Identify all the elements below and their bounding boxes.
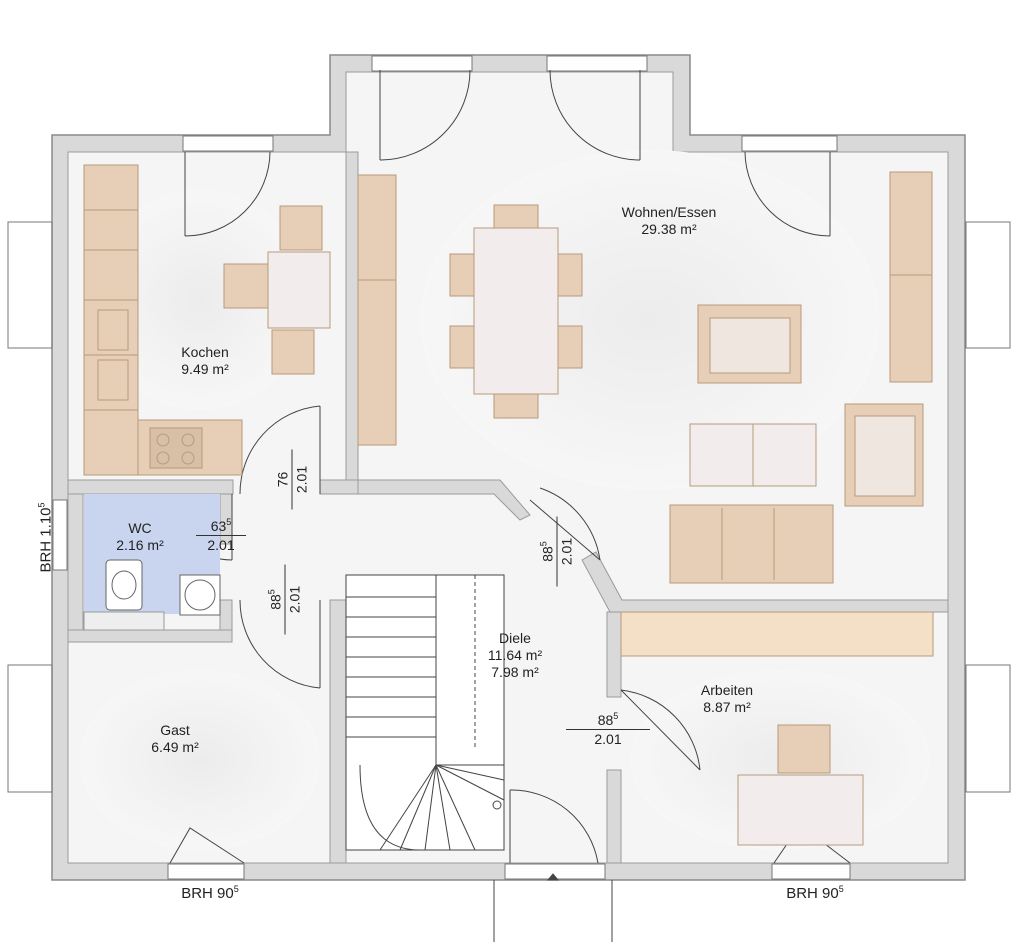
room-name: WC xyxy=(128,520,152,536)
door-width: 885 xyxy=(538,541,556,562)
room-label-arbeiten: Arbeiten 8.87 m² xyxy=(680,682,774,716)
staircase xyxy=(345,574,505,851)
dining-table xyxy=(449,204,583,419)
entrance xyxy=(493,873,613,942)
door-width: 885 xyxy=(597,711,619,728)
room-label-diele: Diele 11.64 m² 7.98 m² xyxy=(470,630,560,681)
room-name: Wohnen/Essen xyxy=(621,204,717,220)
door-height: 2.01 xyxy=(558,537,575,566)
office-furniture xyxy=(620,611,934,846)
room-area-secondary: 7.98 m² xyxy=(491,664,539,680)
room-area: 29.38 m² xyxy=(641,221,697,237)
door-height: 2.01 xyxy=(594,731,622,747)
room-name: Arbeiten xyxy=(700,682,754,698)
door-width: 885 xyxy=(266,589,284,610)
brh-arbeiten-window: BRH 905 xyxy=(786,884,844,902)
room-name: Diele xyxy=(499,630,531,646)
windows xyxy=(7,55,1011,880)
kitchen-counter xyxy=(83,164,243,476)
dimension-gast-door: 885 2.01 xyxy=(264,564,303,635)
door-width: 76 xyxy=(274,471,291,488)
brh-left-window: BRH 1.105 xyxy=(36,502,55,573)
living-furniture xyxy=(357,171,933,584)
room-label-gast: Gast 6.49 m² xyxy=(130,722,220,756)
kitchen-table xyxy=(223,205,331,375)
room-area: 2.16 m² xyxy=(116,537,164,553)
door-swings xyxy=(165,69,851,864)
room-area: 11.64 m² xyxy=(487,647,543,663)
door-height: 2.01 xyxy=(286,585,303,614)
room-area: 6.49 m² xyxy=(151,739,199,755)
room-area: 9.49 m² xyxy=(181,361,229,377)
room-name: Gast xyxy=(160,722,190,738)
room-area: 8.87 m² xyxy=(703,699,751,715)
door-height: 2.01 xyxy=(293,465,310,494)
room-label-kochen: Kochen 9.49 m² xyxy=(160,344,250,378)
door-width: 635 xyxy=(210,517,232,534)
dimension-diele-door: 885 2.01 xyxy=(536,516,575,587)
dimension-arbeiten-door: 885 2.01 xyxy=(566,708,650,747)
room-label-wohnen: Wohnen/Essen 29.38 m² xyxy=(596,204,742,238)
room-label-wc: WC 2.16 m² xyxy=(100,520,180,554)
dimension-kochen-door: 76 2.01 xyxy=(274,449,310,510)
wc-room xyxy=(83,494,221,631)
brh-gast-window: BRH 905 xyxy=(181,884,239,902)
dimension-wc-door: 635 2.01 xyxy=(196,514,246,553)
door-height: 2.01 xyxy=(207,537,235,553)
room-name: Kochen xyxy=(181,344,229,360)
